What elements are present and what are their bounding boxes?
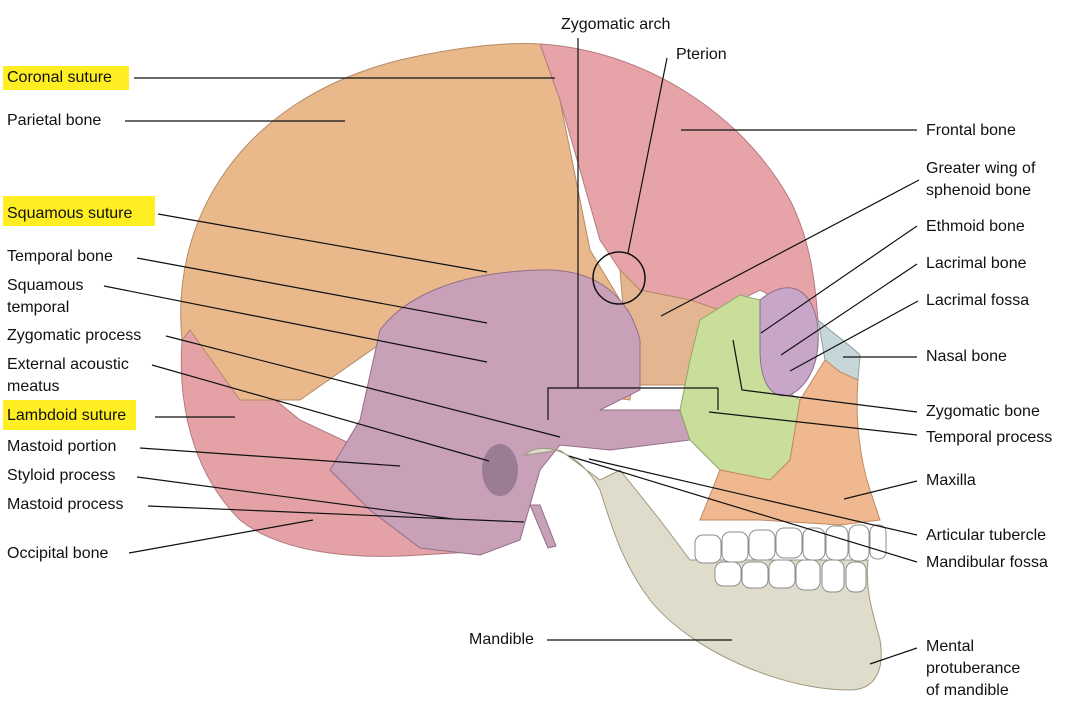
label-greater-wing-2: sphenoid bone (926, 182, 1031, 199)
label-articular-tubercle: Articular tubercle (926, 527, 1047, 544)
external-acoustic-meatus-shape (482, 444, 518, 496)
squamous-suture-highlight (3, 196, 155, 226)
orbit-shape (759, 287, 819, 397)
label-frontal-bone: Frontal bone (926, 122, 1016, 139)
coronal-suture-highlight (3, 66, 129, 90)
label-mental-2: protuberance (926, 660, 1021, 677)
label-styloid-process: Styloid process (7, 467, 116, 484)
label-mandibular-fossa: Mandibular fossa (926, 554, 1048, 571)
label-temporal-bone: Temporal bone (7, 248, 113, 265)
lambdoid-suture-highlight (3, 400, 136, 430)
leader-lines (103, 38, 920, 665)
styloid-process-shape (529, 504, 557, 549)
label-lambdoid-suture: Lambdoid suture (7, 407, 127, 424)
label-mental-1: Mental (926, 638, 975, 655)
label-occipital-bone: Occipital bone (7, 545, 109, 562)
pterion-circle (592, 251, 646, 305)
label-lacrimal-bone: Lacrimal bone (926, 255, 1027, 272)
label-zygomatic-arch: Zygomatic arch (561, 16, 671, 33)
label-greater-wing-1: Greater wing of (926, 160, 1036, 177)
label-squamous-suture: Squamous suture (7, 205, 133, 222)
teeth-group (694, 524, 887, 593)
label-maxilla: Maxilla (926, 472, 976, 489)
label-mastoid-portion: Mastoid portion (7, 438, 117, 455)
label-zygomatic-bone: Zygomatic bone (926, 403, 1040, 420)
label-mandible: Mandible (469, 631, 534, 648)
mandible-shape (523, 447, 882, 691)
label-ethmoid-bone: Ethmoid bone (926, 218, 1025, 235)
temporal-bone-shape (329, 269, 691, 556)
label-nasal-bone: Nasal bone (926, 348, 1007, 365)
label-temporal-process: Temporal process (926, 429, 1053, 446)
label-lacrimal-fossa: Lacrimal fossa (926, 292, 1030, 309)
label-squamous-temporal-2: temporal (7, 299, 70, 316)
label-pterion: Pterion (676, 46, 727, 63)
label-external-acoustic-2: meatus (7, 378, 60, 395)
label-coronal-suture: Coronal suture (7, 69, 112, 86)
label-mastoid-process: Mastoid process (7, 496, 124, 513)
label-zygomatic-process: Zygomatic process (7, 327, 142, 344)
label-parietal-bone: Parietal bone (7, 112, 102, 129)
label-mental-3: of mandible (926, 682, 1009, 699)
label-squamous-temporal-1: Squamous (7, 277, 84, 294)
label-external-acoustic-1: External acoustic (7, 356, 129, 373)
